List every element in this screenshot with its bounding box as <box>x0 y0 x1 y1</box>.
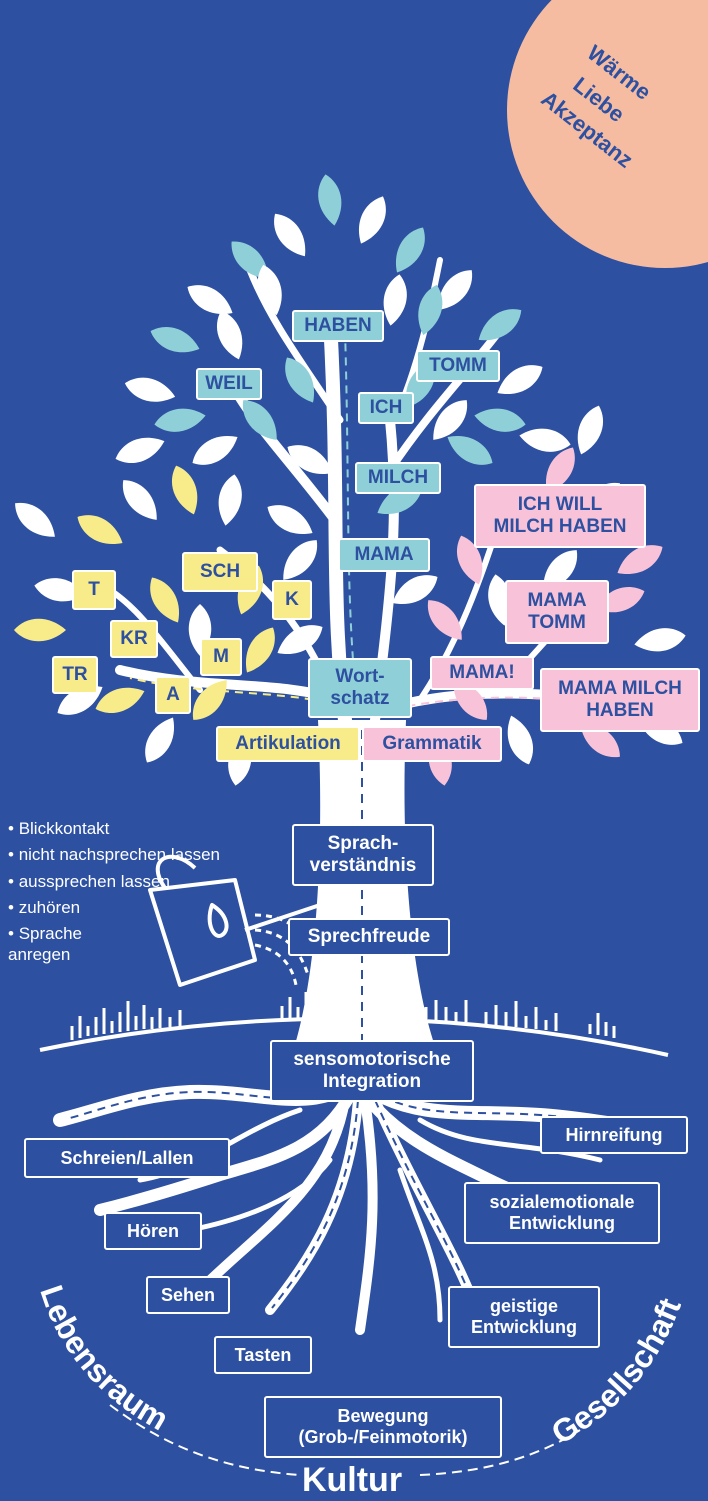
leaf <box>396 227 425 273</box>
leaf <box>453 680 488 720</box>
leaf <box>257 264 282 316</box>
leaf <box>154 408 206 432</box>
leaf <box>358 196 386 244</box>
phrase-ich-will-milch-haben: ICH WILL MILCH HABEN <box>474 484 646 548</box>
leaf <box>519 428 571 452</box>
leaf <box>95 687 145 714</box>
leaf <box>438 270 473 310</box>
phrase-mama: MAMA! <box>430 656 534 690</box>
word-tomm: TOMM <box>416 350 500 382</box>
tip-sprache-anregen: Sprache anregen <box>8 923 220 966</box>
leaf <box>150 326 200 353</box>
leaf <box>634 628 686 652</box>
leaf <box>543 550 578 590</box>
leaf <box>274 213 306 257</box>
leaf <box>418 284 443 336</box>
phrase-mama-tomm: MAMA TOMM <box>505 580 609 644</box>
leaf <box>433 400 468 440</box>
sound-t: T <box>72 570 116 610</box>
leaf <box>145 717 174 763</box>
leaf <box>115 437 165 464</box>
leaf <box>246 627 275 673</box>
leaf <box>192 436 238 465</box>
sprachverstaendnis-label: Sprach- verständnis <box>292 824 434 886</box>
word-mama: MAMA <box>338 538 430 572</box>
leaf <box>617 545 663 574</box>
sound-sch: SCH <box>182 552 258 592</box>
leaf <box>383 274 407 326</box>
leaf <box>15 502 55 537</box>
sensomotorik-label: sensomotorische Integration <box>270 1040 474 1102</box>
leaf <box>507 715 534 765</box>
root-schreien-lallen: Schreien/Lallen <box>24 1138 230 1178</box>
leaf <box>122 480 157 520</box>
root-tasten: Tasten <box>214 1336 312 1374</box>
leaf <box>287 445 333 474</box>
leaf <box>577 405 604 455</box>
word-weil: WEIL <box>196 368 262 400</box>
wortschatz-label: Wort- schatz <box>308 658 412 718</box>
sound-a: A <box>155 676 191 714</box>
leaf <box>124 377 176 402</box>
leaf <box>392 575 438 604</box>
word-haben: HABEN <box>292 310 384 342</box>
leaf <box>242 400 277 440</box>
leaf <box>171 465 198 515</box>
leaf <box>150 577 179 623</box>
context-kultur: Kultur <box>302 1461 402 1499</box>
root-geistige-entwicklung: geistige Entwicklung <box>448 1286 600 1348</box>
leaf <box>478 309 522 341</box>
grammatik-label: Grammatik <box>362 726 502 762</box>
leaf <box>216 310 243 360</box>
leaf <box>285 357 314 403</box>
tree-trunk <box>290 720 440 1060</box>
word-milch: MILCH <box>355 462 441 494</box>
leaf <box>474 408 526 432</box>
root-hirnreifung: Hirnreifung <box>540 1116 688 1154</box>
sprechfreude-label: Sprechfreude <box>288 918 450 956</box>
phrase-mama-milch-haben: MAMA MILCH HABEN <box>540 668 700 732</box>
sound-k: K <box>272 580 312 620</box>
context-arc-right <box>419 1429 581 1476</box>
leaf <box>277 625 323 654</box>
leaf <box>283 540 318 580</box>
root-paths <box>69 1089 671 1319</box>
leaf <box>218 474 242 526</box>
leaf <box>546 447 575 493</box>
leaf <box>267 505 313 534</box>
sound-kr: KR <box>110 620 158 658</box>
leaf <box>14 618 66 642</box>
leaf <box>231 241 269 279</box>
tip-blickkontakt: Blickkontakt <box>8 818 220 839</box>
tip-aussprechen: aussprechen lassen <box>8 871 220 892</box>
leaf <box>187 285 233 314</box>
leaf <box>318 174 342 226</box>
root-bewegung: Bewegung (Grob-/Feinmotorik) <box>264 1396 502 1458</box>
sound-m: M <box>200 638 242 676</box>
leaf <box>427 600 462 640</box>
leaf <box>447 436 493 465</box>
sound-tr: TR <box>52 656 98 694</box>
tip-zuhoeren: zuhören <box>8 897 220 918</box>
tip-nicht-nachsprechen: nicht nachsprechen lassen <box>8 844 220 865</box>
leaf <box>497 365 543 394</box>
leaf <box>77 515 123 544</box>
root-sozialemotionale-entwicklung: sozialemotionale Entwicklung <box>464 1182 660 1244</box>
leaf <box>192 680 227 720</box>
root-sehen: Sehen <box>146 1276 230 1314</box>
context-arc-left <box>109 1404 301 1476</box>
word-ich: ICH <box>358 392 414 424</box>
grass <box>70 991 616 1040</box>
badge-circle <box>507 0 708 268</box>
care-tips-list: Blickkontakt nicht nachsprechen lassen a… <box>8 818 220 971</box>
root-hoeren: Hören <box>104 1212 202 1250</box>
artikulation-label: Artikulation <box>216 726 360 762</box>
